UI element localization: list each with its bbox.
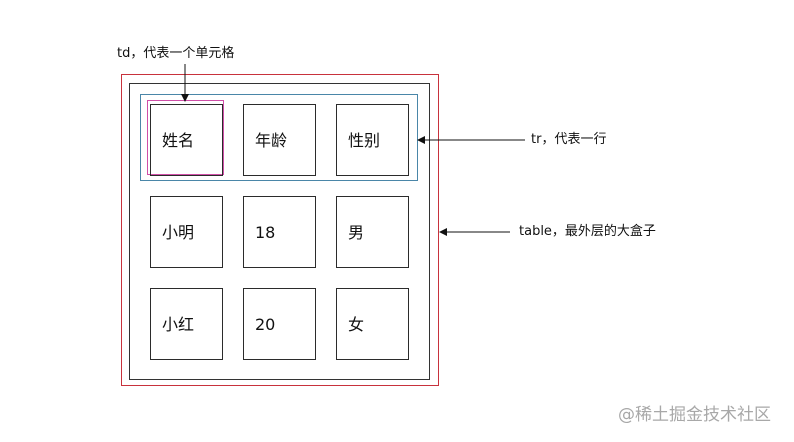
cell-text: 年龄 [255, 131, 288, 150]
table-outer-box [121, 74, 439, 386]
table-cell: 小红 [150, 288, 223, 360]
cell-text: 20 [255, 315, 276, 334]
watermark: @稀土掘金技术社区 [618, 405, 771, 425]
table-cell: 姓名 [150, 104, 223, 176]
cell-text: 18 [255, 223, 276, 242]
table-cell: 男 [336, 196, 409, 268]
table-cell: 年龄 [243, 104, 316, 176]
tr-annotation-label: tr，代表一行 [531, 132, 607, 147]
table-cell: 女 [336, 288, 409, 360]
table-cell: 20 [243, 288, 316, 360]
cell-text: 小明 [162, 223, 195, 242]
table-inner-border [129, 83, 430, 380]
cell-text: 性别 [348, 131, 381, 150]
cell-text: 男 [348, 223, 365, 242]
cell-text: 姓名 [162, 131, 195, 150]
table-cell: 性别 [336, 104, 409, 176]
td-annotation-label: td，代表一个单元格 [117, 46, 235, 61]
table-cell: 小明 [150, 196, 223, 268]
cell-text: 小红 [162, 315, 195, 334]
table-cell: 18 [243, 196, 316, 268]
table-annotation-label: table，最外层的大盒子 [519, 224, 656, 239]
cell-text: 女 [348, 315, 365, 334]
